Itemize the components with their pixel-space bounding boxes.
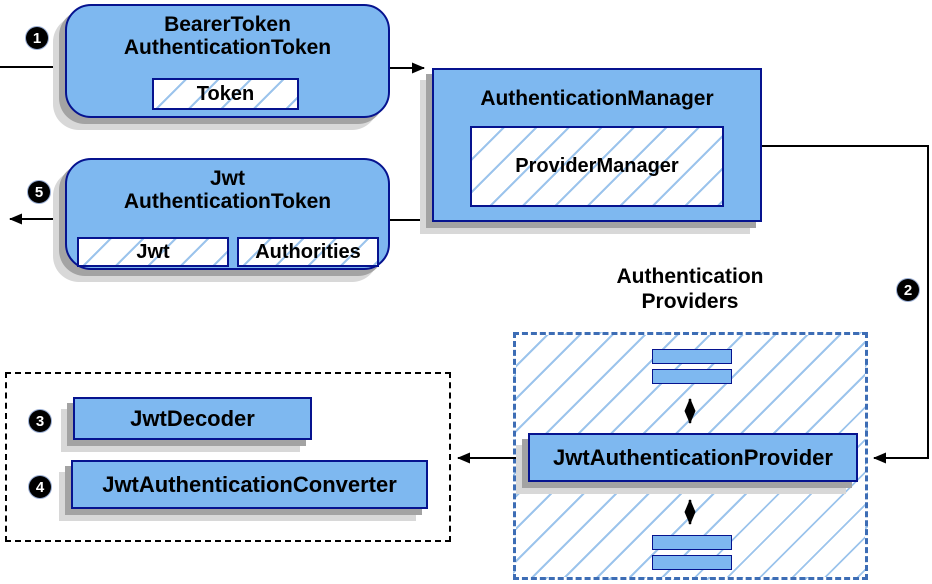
bearer-token-title-line2: AuthenticationToken	[123, 36, 332, 59]
authorities-field: Authorities	[237, 237, 379, 267]
providers-label-line2: Providers	[641, 290, 739, 313]
provider-placeholder-bar	[652, 555, 732, 570]
jwt-field-label: Jwt	[136, 240, 170, 263]
authentication-providers-label: Authentication Providers	[560, 264, 820, 314]
authentication-manager-title: AuthenticationManager	[480, 87, 714, 110]
step-badge-4: 4	[29, 476, 51, 498]
bearer-token-title: BearerToken AuthenticationToken	[67, 13, 388, 59]
step-number-3: 3	[35, 412, 45, 430]
provider-manager-label: ProviderManager	[515, 155, 679, 177]
providers-label-line1: Authentication	[616, 265, 764, 288]
node-bearer-token-authentication-token: BearerToken AuthenticationToken Token	[65, 4, 390, 118]
node-jwt-authentication-provider: JwtAuthenticationProvider	[528, 433, 858, 482]
token-field-label: Token	[196, 82, 255, 105]
authorities-field-label: Authorities	[255, 240, 361, 263]
token-field: Token	[152, 78, 299, 110]
step-number-2: 2	[903, 281, 913, 299]
jwt-decoder-label: JwtDecoder	[130, 405, 255, 431]
arrow-manager-to-provider	[759, 145, 929, 464]
provider-placeholder-bar	[652, 349, 732, 364]
step-badge-2: 2	[897, 279, 919, 301]
jwt-token-title-line2: AuthenticationToken	[123, 190, 332, 213]
provider-placeholder-bar	[652, 535, 732, 550]
provider-manager-field: ProviderManager	[470, 126, 724, 207]
step-number-5: 5	[34, 183, 44, 201]
node-jwt-decoder: JwtDecoder	[73, 397, 312, 440]
jwt-authentication-converter-label: JwtAuthenticationConverter	[102, 471, 397, 497]
node-jwt-authentication-converter: JwtAuthenticationConverter	[71, 460, 428, 509]
step-badge-3: 3	[29, 410, 51, 432]
jwt-field: Jwt	[77, 237, 229, 267]
step-number-4: 4	[35, 478, 45, 496]
jwt-authentication-provider-label: JwtAuthenticationProvider	[553, 444, 833, 470]
provider-placeholder-bar	[652, 369, 732, 384]
node-jwt-authentication-token: Jwt AuthenticationToken Jwt Authorities	[65, 158, 390, 270]
node-authentication-manager: AuthenticationManager ProviderManager	[432, 68, 762, 222]
step-number-1: 1	[32, 29, 42, 47]
step-badge-5: 5	[28, 181, 50, 203]
step-badge-1: 1	[26, 27, 48, 49]
bearer-token-title-line1: BearerToken	[164, 13, 291, 36]
jwt-token-title: Jwt AuthenticationToken	[67, 167, 388, 213]
jwt-token-title-line1: Jwt	[209, 167, 245, 190]
